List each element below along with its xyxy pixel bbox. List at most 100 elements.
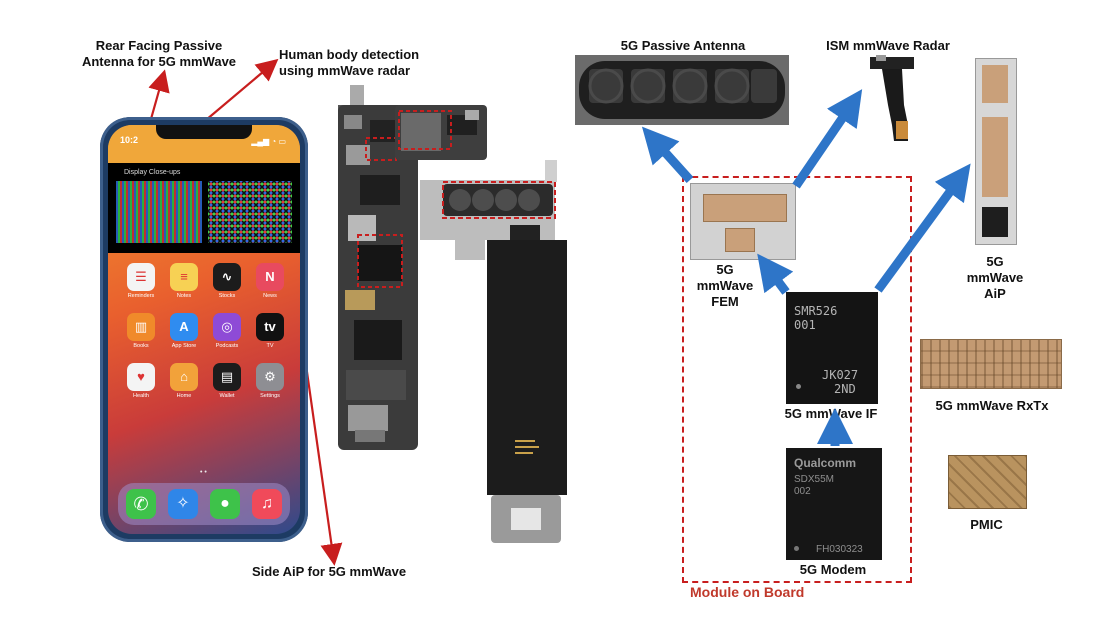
app-label: App Store [171, 343, 197, 349]
logic-board-main [338, 85, 430, 450]
app-label: TV [266, 343, 274, 349]
modem-marking-line1: Qualcomm [794, 456, 857, 470]
messages-app-icon[interactable]: ● [210, 489, 240, 519]
if-to-aip-arrow [874, 163, 971, 293]
rxtx-image [920, 339, 1062, 389]
modem-marking-line2: SDX55M [794, 474, 835, 485]
modem-label: 5G Modem [799, 562, 867, 577]
body-detection-arrow [205, 58, 279, 121]
notch [156, 125, 252, 139]
ism-radar-label: ISM mmWave Radar [826, 38, 950, 53]
books-icon: ▥ [127, 313, 155, 341]
closeup-image-right [208, 181, 292, 243]
display-closeups-widget[interactable]: Display Close-ups [108, 163, 300, 253]
podcasts-icon: ◎ [213, 313, 241, 341]
app-store-icon: A [170, 313, 198, 341]
fem-label: 5G mmWave FEM [690, 262, 760, 310]
wallet-icon: ▤ [213, 363, 241, 391]
if-marking-line2: 001 [794, 318, 816, 332]
aip-label-line1: 5G [986, 254, 1004, 269]
aip-label-line2: mmWave [966, 270, 1024, 285]
app-stocks[interactable]: ∿ Stocks [208, 263, 248, 309]
phone-app-icon[interactable]: ✆ [126, 489, 156, 519]
closeup-image-left [116, 181, 202, 243]
app-health[interactable]: ♥ Health [122, 363, 162, 409]
body-detection-label-line2: using mmWave radar [279, 63, 411, 78]
news-icon: N [256, 263, 284, 291]
aip-top-die [982, 65, 1008, 103]
modem-pin1-dot [794, 546, 799, 551]
app-label: Settings [260, 393, 280, 399]
stocks-icon: ∿ [213, 263, 241, 291]
if-marking-line3: JK027 [822, 368, 859, 382]
health-icon: ♥ [127, 363, 155, 391]
fem-image [690, 183, 796, 260]
status-icons: ▂▄▆ ◔ ▭ [251, 137, 286, 146]
logic-board-top-extension [395, 105, 487, 160]
status-time: 10:2 [120, 135, 139, 145]
rear-antenna-label-line1: Rear Facing Passive [95, 38, 223, 53]
tv-icon: tv [256, 313, 284, 341]
modem-marking-line3: 002 [794, 486, 811, 497]
notes-icon: ≡ [170, 263, 198, 291]
passive-antenna-drawing [579, 61, 785, 119]
if-marking-line4: 2ND [834, 382, 856, 396]
settings-icon: ⚙ [256, 363, 284, 391]
app-news[interactable]: N News [251, 263, 291, 309]
modem-chip-image: Qualcomm SDX55M 002 FH030323 [786, 448, 882, 560]
body-detection-label-line1: Human body detection [279, 47, 420, 62]
ism-radar-image [870, 55, 914, 141]
pmic-image [948, 455, 1027, 509]
app-label: Wallet [219, 393, 235, 399]
app-label: Podcasts [215, 343, 239, 349]
if-marking-line1: SMR526 [794, 304, 838, 318]
app-home[interactable]: ⌂ Home [165, 363, 205, 409]
passive-antenna-image [575, 55, 789, 125]
logic-board-secondary [420, 160, 567, 543]
fem-label-line1: 5G [716, 262, 734, 277]
modem-marking-line4: FH030323 [816, 544, 863, 555]
rxtx-label: 5G mmWave RxTx [935, 398, 1049, 413]
app-label: Notes [176, 293, 192, 299]
app-settings[interactable]: ⚙ Settings [251, 363, 291, 409]
fem-die-large [703, 194, 787, 222]
side-aip-arrow [304, 364, 343, 566]
reminders-icon: ☰ [127, 263, 155, 291]
if-chip-image: SMR526 001 JK027 2ND [786, 292, 878, 404]
if-pin1-dot [796, 384, 801, 389]
app-icons-container: ☰ Reminders ≡ Notes ∿ Stocks N News ▥Books A App S… [122, 263, 292, 403]
widget-title: Display Close-ups [124, 169, 181, 176]
app-label: News [263, 293, 277, 299]
page-dots: • • [200, 469, 207, 476]
music-app-icon[interactable]: ♫ [252, 489, 282, 519]
app-books[interactable]: ▥Books [122, 313, 162, 359]
side-aip-label: Side AiP for 5G mmWave [252, 564, 407, 579]
app-label: Home [176, 393, 192, 399]
home-icon: ⌂ [170, 363, 198, 391]
app-notes[interactable]: ≡ Notes [165, 263, 205, 309]
pmic-label: PMIC [970, 517, 1003, 532]
app-label: Stocks [218, 293, 236, 299]
app-reminders[interactable]: ☰ Reminders [122, 263, 162, 309]
fem-to-antenna-arrow [641, 126, 694, 184]
if-to-fem-arrow [757, 253, 794, 295]
app-podcasts[interactable]: ◎ Podcasts [208, 313, 248, 359]
app-wallet[interactable]: ▤ Wallet [208, 363, 248, 409]
aip-label-line3: AiP [984, 286, 1006, 301]
app-label: Health [133, 393, 149, 399]
aip-middle-die [982, 117, 1008, 197]
safari-app-icon[interactable]: ✧ [168, 489, 198, 519]
module-on-board-label: Module on Board [690, 584, 805, 600]
rear-antenna-label-line2: Antenna for 5G mmWave [81, 54, 237, 69]
app-label: Reminders [127, 293, 155, 299]
aip-label: 5G mmWave AiP [960, 254, 1030, 302]
fem-label-line3: FEM [711, 294, 739, 309]
fem-die-small [725, 228, 755, 252]
app-app-store[interactable]: A App Store [165, 313, 205, 359]
dock: ✆ ✧ ● ♫ [118, 483, 290, 525]
body-detection-label: Human body detection using mmWave radar [279, 47, 449, 79]
passive-antenna-label: 5G Passive Antenna [620, 38, 746, 53]
aip-bottom-chip [982, 207, 1008, 237]
